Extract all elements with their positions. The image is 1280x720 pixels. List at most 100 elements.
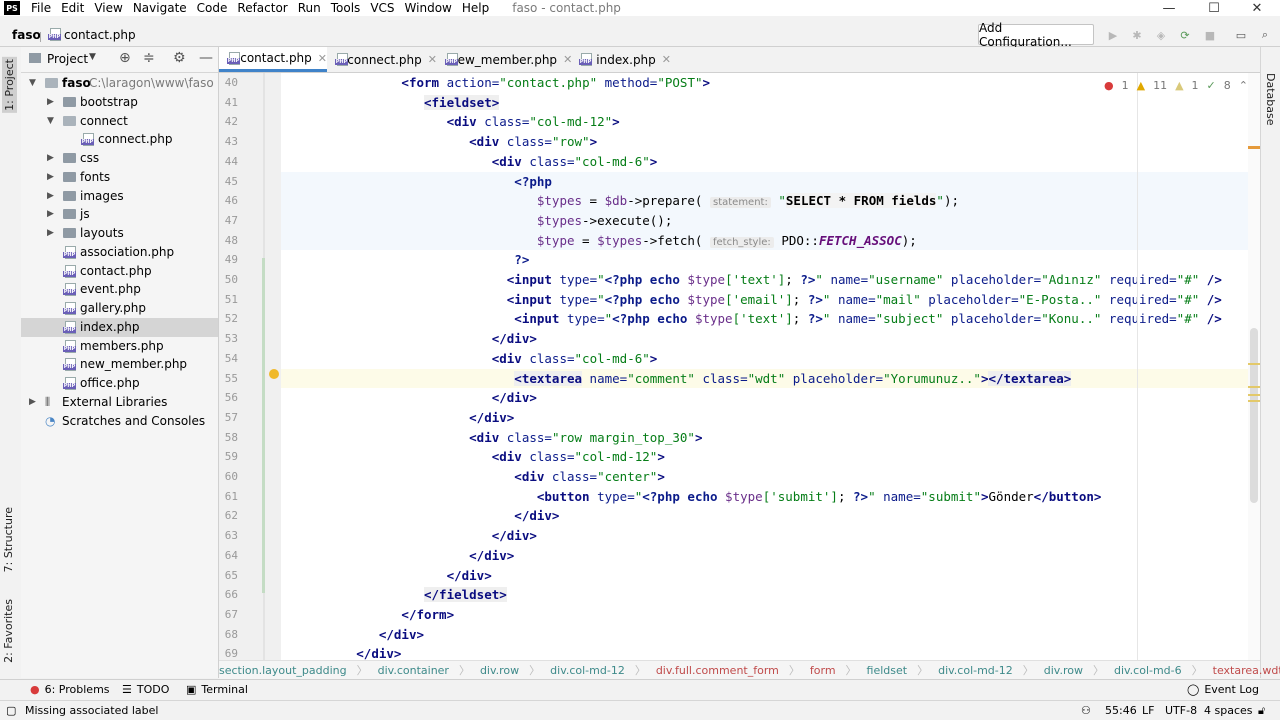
tree-item[interactable]: ▼connect — [21, 112, 218, 131]
menu-edit[interactable]: Edit — [61, 1, 85, 15]
structure-tool-tab[interactable]: 7: Structure — [2, 507, 15, 573]
tree-item[interactable]: ▶images — [21, 187, 218, 206]
scrollbar-thumb[interactable] — [1250, 328, 1258, 503]
layout-icon[interactable]: ▭ — [1235, 28, 1247, 42]
code-crumb[interactable]: fieldset — [866, 663, 908, 677]
editor-scrollbar[interactable] — [1248, 73, 1260, 660]
line-separator[interactable]: LF — [1142, 704, 1155, 717]
menu-window[interactable]: Window — [404, 1, 452, 15]
tree-item[interactable]: ◔Scratches and Consoles — [21, 412, 218, 431]
caret-position[interactable]: 55:46 — [1105, 704, 1137, 717]
lock-icon[interactable]: 🔓︎ — [1258, 704, 1266, 717]
search-icon[interactable]: ⌕ — [1261, 28, 1269, 41]
problems-tool-button[interactable]: ●6: Problems — [30, 683, 110, 696]
code-crumb[interactable]: div.row — [479, 663, 520, 677]
chevron-down-icon[interactable]: ▼ — [89, 52, 96, 62]
nav-crumb-project[interactable]: faso — [12, 28, 41, 42]
debug-icon[interactable]: ✱ — [1132, 28, 1142, 42]
close-icon[interactable]: ✕ — [317, 51, 327, 65]
menu-navigate[interactable]: Navigate — [132, 1, 187, 15]
menu-help[interactable]: Help — [461, 1, 490, 15]
menu-file[interactable]: File — [31, 1, 52, 15]
minimize-button[interactable]: — — [1162, 0, 1176, 16]
locate-icon[interactable]: ⊕ — [119, 50, 131, 66]
event-log-tool-button[interactable]: ◯Event Log — [1187, 683, 1259, 696]
code-crumb[interactable]: div.col-md-12 — [550, 663, 625, 677]
chevron-down-icon[interactable]: ▼ — [29, 78, 36, 88]
stop-icon[interactable]: ■ — [1204, 28, 1216, 42]
favorites-tool-tab[interactable]: 2: Favorites — [2, 599, 15, 663]
tab-new-member-php[interactable]: PHP new_member.php ✕ — [445, 52, 573, 67]
collapse-all-icon[interactable]: ≑ — [143, 50, 155, 66]
code-crumb[interactable]: div.col-md-12 — [938, 663, 1013, 677]
menu-view[interactable]: View — [94, 1, 123, 15]
code-crumb[interactable]: textarea.wdt — [1212, 663, 1280, 677]
nav-crumb-file[interactable]: contact.php — [64, 28, 136, 42]
tab-contact-php[interactable]: PHP contact.php ✕ — [219, 47, 327, 72]
intention-bulb-icon[interactable] — [269, 369, 279, 379]
profile-icon[interactable]: ⟳ — [1180, 28, 1190, 42]
code-crumb[interactable]: div.col-md-6 — [1113, 663, 1182, 677]
chevron-right-icon[interactable]: ▶ — [47, 228, 54, 238]
indent-setting[interactable]: 4 spaces — [1204, 704, 1253, 717]
users-icon[interactable]: ⚇ — [1081, 704, 1091, 717]
tree-item[interactable]: ▶css — [21, 149, 218, 168]
chevron-right-icon[interactable]: ▶ — [47, 171, 54, 182]
coverage-icon[interactable]: ◈ — [1156, 28, 1166, 42]
inspection-widget[interactable]: ●1 ▲11 ▲1 ✓8 ⌃ ⌄ — [1104, 77, 1265, 93]
database-tool-tab[interactable]: Database — [1264, 73, 1277, 126]
close-button[interactable]: ✕ — [1251, 0, 1263, 16]
chevron-right-icon[interactable]: ▶ — [29, 396, 36, 407]
menu-code[interactable]: Code — [196, 1, 228, 15]
project-tool-tab[interactable]: 1: Project — [2, 57, 17, 113]
chevron-down-icon[interactable]: ▼ — [47, 115, 54, 126]
project-view-selector[interactable]: Project — [47, 52, 89, 66]
status-message[interactable]: Missing associated label — [25, 704, 159, 717]
warning-stripe-marker[interactable] — [1248, 363, 1260, 365]
code-crumb[interactable]: div.full.comment_form — [655, 663, 779, 677]
close-icon[interactable]: ✕ — [427, 53, 437, 66]
menu-refactor[interactable]: Refactor — [237, 1, 288, 15]
warning-stripe-marker[interactable] — [1248, 400, 1260, 402]
hide-icon[interactable]: — — [199, 50, 213, 66]
tree-item[interactable]: ▶js — [21, 205, 218, 224]
close-icon[interactable]: ✕ — [563, 53, 573, 66]
status-toggle-icon[interactable]: ▢ — [6, 704, 17, 717]
chevron-right-icon[interactable]: ▶ — [47, 96, 54, 107]
code-editor[interactable]: <form action="contact.php" method="POST"… — [281, 73, 1248, 660]
file-encoding[interactable]: UTF-8 — [1165, 704, 1198, 717]
chevron-up-icon[interactable]: ⌃ — [1238, 78, 1248, 92]
tree-item[interactable]: ▶fonts — [21, 168, 218, 187]
run-icon[interactable]: ▶ — [1108, 28, 1118, 42]
terminal-tool-button[interactable]: ▣Terminal — [186, 683, 248, 696]
menu-tools[interactable]: Tools — [330, 1, 361, 15]
chevron-right-icon[interactable]: ▶ — [47, 190, 54, 201]
add-configuration-button[interactable]: Add Configuration... — [978, 21, 1094, 49]
tree-item[interactable]: ▶layouts — [21, 224, 218, 243]
warning-stripe-marker[interactable] — [1248, 394, 1260, 396]
close-icon[interactable]: ✕ — [661, 53, 671, 66]
chevron-right-icon[interactable]: ▶ — [47, 209, 54, 220]
menu-run[interactable]: Run — [297, 1, 321, 15]
menu-vcs[interactable]: VCS — [370, 1, 395, 15]
tab-connect-php[interactable]: PHP connect.php ✕ — [327, 47, 437, 72]
code-crumb[interactable]: div.row — [1043, 663, 1083, 677]
warning-stripe-marker[interactable] — [1248, 386, 1260, 388]
maximize-button[interactable]: ☐ — [1208, 0, 1220, 16]
code-crumb[interactable]: form — [809, 663, 836, 677]
todo-tool-button[interactable]: ☰TODO — [122, 683, 169, 696]
code-crumb[interactable]: section.layout_padding — [219, 663, 347, 677]
tab-index-php[interactable]: PHP index.php ✕ — [571, 47, 671, 72]
code-crumb[interactable]: div.container — [377, 663, 449, 677]
tree-item[interactable]: ▶⫴External Libraries — [21, 393, 218, 412]
